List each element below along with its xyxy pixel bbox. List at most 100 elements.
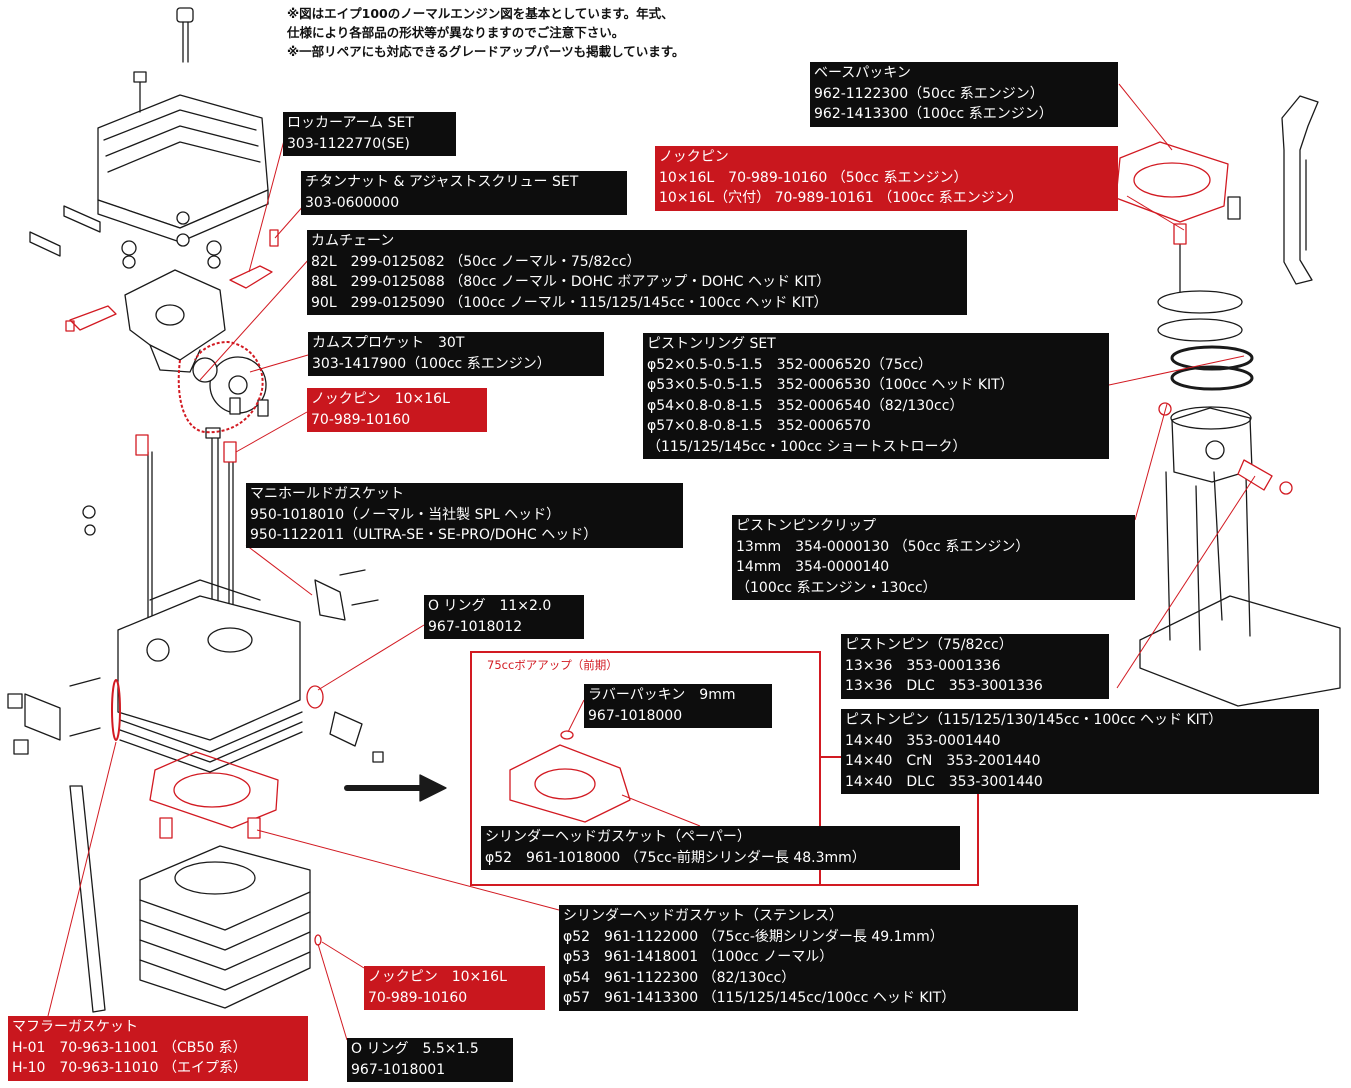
callout-titanium-nut: チタンナット & アジャストスクリュー SET 303-0600000 (301, 171, 627, 215)
callout-line: 90L 299-0125090 （100cc ノーマル・115/125/145c… (311, 294, 828, 311)
callout-line: ピストンピン（115/125/130/145cc・100cc ヘッド KIT） (845, 712, 1223, 728)
callout-line: 950-1018010（ノーマル・当社製 SPL ヘッド） (250, 506, 561, 523)
nuts (121, 211, 222, 269)
callout-line: （115/125/145cc・100cc ショートストローク） (647, 438, 967, 455)
header-notes: ※図はエイプ100のノーマルエンジン図を基本としています。年式、 仕様により各部… (287, 4, 685, 61)
callout-line: 967-1018000 (588, 707, 683, 724)
rocker-shafts (29, 205, 101, 257)
callout-line: 303-1122770(SE) (287, 135, 410, 152)
callout-line: φ52×0.5-0.5-1.5 352-0006520（75cc） (647, 356, 933, 373)
piston-clip-red (1158, 402, 1293, 495)
exhaust-gasket-red (111, 679, 121, 741)
intake-manifold (82, 505, 384, 763)
callout-piston-pin-clip: ピストンピンクリップ 13mm 354-0000130 （50cc 系エンジン）… (732, 515, 1135, 600)
callout-line: 13×36 353-0001336 (845, 657, 1001, 674)
callout-line: ラバーパッキン 9mm (588, 687, 736, 703)
callout-line: 967-1018001 (351, 1061, 446, 1078)
callout-knock-pin-cyl: ノックピン 10×16L 70-989-10160 (364, 966, 545, 1010)
callout-line: 962-1413300（100cc 系エンジン） (814, 106, 1053, 122)
callout-line: φ54×0.8-0.8-1.5 352-0006540（82/130cc） (647, 397, 964, 414)
callout-line: 303-0600000 (305, 194, 400, 211)
callout-head-gasket-steel: シリンダーヘッドガスケット（ステンレス） φ52 961-1122000 （75… (559, 905, 1078, 1011)
callout-line: ノックピン 10×16L (368, 969, 507, 985)
base-gasket-red (1115, 141, 1229, 245)
callout-piston-pin-small: ピストンピン（75/82cc） 13×36 353-0001336 13×36 … (841, 634, 1109, 699)
boreup-frame (470, 651, 821, 886)
callout-line: ノックピン 10×16L (311, 391, 450, 407)
head-bolt-top (176, 7, 194, 63)
callout-line: φ52 961-1122000 （75cc-後期シリンダー長 49.1mm） (563, 928, 944, 945)
exhaust-studs (7, 677, 101, 755)
callout-line: O リング 5.5×1.5 (351, 1041, 479, 1057)
callout-line: φ57 961-1413300 （115/125/145cc/100cc ヘッド… (563, 990, 956, 1006)
callout-line: （100cc 系エンジン・130cc） (736, 579, 937, 596)
cam-sprocket (192, 356, 269, 417)
callout-piston-ring: ピストンリング SET φ52×0.5-0.5-1.5 352-0006520（… (643, 333, 1109, 459)
callout-line: ロッカーアーム SET (287, 115, 414, 131)
head-gasket-red (149, 751, 279, 839)
callout-line: カムチェーン (311, 233, 395, 249)
callout-line: シリンダーヘッドガスケット（ペーパー） (485, 829, 751, 845)
callout-knock-pin-base: ノックピン 10×16L 70-989-10160 （50cc 系エンジン） 1… (655, 146, 1118, 211)
callout-line: 13×36 DLC 353-3001336 (845, 678, 1043, 694)
callout-line: 14mm 354-0000140 (736, 559, 890, 575)
callout-line: 10×16L 70-989-10160 （50cc 系エンジン） (659, 169, 968, 186)
callout-line: 14×40 DLC 353-3001440 (845, 773, 1043, 790)
boreup-gasket-red (509, 730, 631, 823)
callout-line: 70-989-10160 (368, 989, 468, 1006)
callout-line: 88L 299-0125088 （80cc ノーマル・DOHC ボアアップ・DO… (311, 274, 831, 290)
cylinder (139, 845, 311, 1009)
note-line: ※図はエイプ100のノーマルエンジン図を基本としています。年式、 (287, 6, 674, 21)
cam-chain-red (177, 341, 264, 434)
base-dowels (1179, 196, 1241, 293)
callout-cam-sprocket: カムスプロケット 30T 303-1417900（100cc 系エンジン） (308, 332, 604, 376)
head-cover (97, 71, 269, 243)
callout-rocker-arm: ロッカーアーム SET 303-1122770(SE) (283, 112, 456, 156)
boreup-frame-title: 75ccボアアップ（前期） (487, 658, 618, 672)
callout-line: 70-989-10160 (311, 411, 411, 428)
cylinder-head (117, 579, 303, 773)
callout-line: 950-1122011（ULTRA-SE・SE-PRO/DOHC ヘッド） (250, 527, 598, 543)
callout-line: ノックピン (659, 149, 729, 165)
callout-line: カムスプロケット 30T (312, 335, 465, 351)
callout-line: 14×40 353-0001440 (845, 732, 1001, 749)
callout-line: マフラーガスケット (12, 1019, 138, 1035)
callout-line: 967-1018012 (428, 618, 523, 635)
callout-line: φ54 961-1122300 （82/130cc） (563, 969, 796, 986)
callout-line: ピストンピンクリップ (736, 518, 876, 534)
note-line: ※一部リペアにも対応できるグレードアップパーツも掲載しています。 (287, 44, 685, 59)
callout-line: ベースパッキン (814, 65, 911, 81)
tensioner (1281, 95, 1319, 285)
callout-knock-pin-head: ノックピン 10×16L 70-989-10160 (307, 388, 487, 432)
chain-guide (69, 785, 106, 1013)
callout-rubber-packing: ラバーパッキン 9mm 967-1018000 (584, 684, 772, 728)
piston-rings (1157, 290, 1254, 391)
cam-holder (124, 269, 226, 373)
callout-line: 82L 299-0125082 （50cc ノーマル・75/82cc） (311, 253, 641, 270)
callout-line: シリンダーヘッドガスケット（ステンレス） (563, 908, 843, 924)
piston (1170, 406, 1253, 483)
callout-line: 10×16L（穴付） 70-989-10161 （100cc 系エンジン） (659, 190, 1023, 206)
callout-o-ring-large: O リング 11×2.0 967-1018012 (424, 595, 584, 639)
callout-cam-chain: カムチェーン 82L 299-0125082 （50cc ノーマル・75/82c… (307, 230, 967, 315)
callout-piston-pin-large: ピストンピン（115/125/130/145cc・100cc ヘッド KIT） … (841, 709, 1319, 794)
callout-line: φ53×0.5-0.5-1.5 352-0006530（100cc ヘッド KI… (647, 377, 1014, 393)
rocker-arms-red (65, 229, 279, 332)
arrow (344, 774, 447, 802)
callout-o-ring-small: O リング 5.5×1.5 967-1018001 (347, 1038, 513, 1082)
callout-line: 962-1122300（50cc 系エンジン） (814, 85, 1044, 102)
callout-line: H-01 70-963-11001 （CB50 系） (12, 1039, 247, 1056)
callout-line: O リング 11×2.0 (428, 598, 552, 614)
callout-line: H-10 70-963-11010 （エイプ系） (12, 1060, 248, 1076)
head-knock-pin-red (135, 434, 237, 463)
callout-line: 303-1417900（100cc 系エンジン） (312, 355, 551, 372)
crankcase (1139, 471, 1341, 707)
callout-line: φ57×0.8-0.8-1.5 352-0006570 (647, 418, 871, 434)
callout-muffler-gasket: マフラーガスケット H-01 70-963-11001 （CB50 系） H-1… (8, 1016, 308, 1081)
callout-base-packing: ベースパッキン 962-1122300（50cc 系エンジン） 962-1413… (810, 62, 1118, 127)
callout-line: ピストンピン（75/82cc） (845, 637, 1013, 653)
callout-line: φ53 961-1418001 （100cc ノーマル） (563, 949, 834, 965)
callout-manifold-gasket: マニホールドガスケット 950-1018010（ノーマル・当社製 SPL ヘッド… (246, 483, 683, 548)
